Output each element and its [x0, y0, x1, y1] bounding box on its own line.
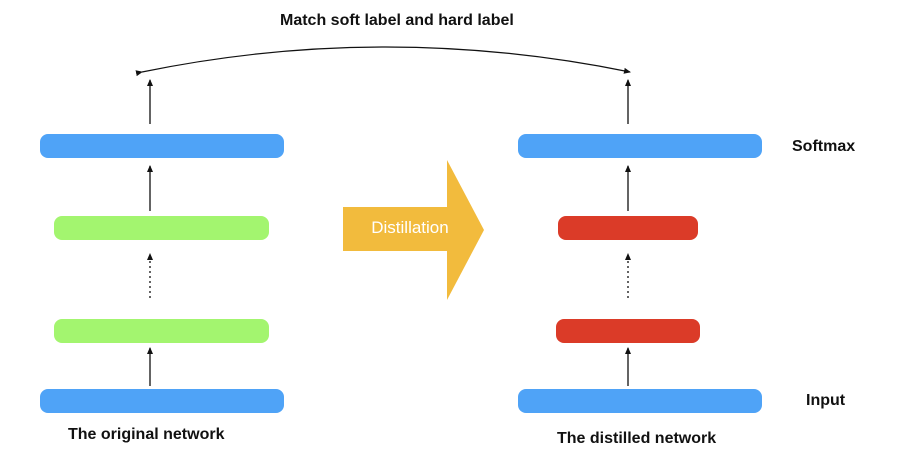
- original-softmax-layer: [40, 134, 284, 158]
- original-hidden-layer-top: [54, 216, 269, 240]
- softmax-label: Softmax: [792, 138, 856, 155]
- distilled-input-layer: [518, 389, 762, 413]
- original-network: [40, 79, 284, 413]
- original-hidden-layer-bottom: [54, 319, 269, 343]
- match-curve-arrow: [135, 46, 631, 77]
- distilled-hidden-layer-top: [558, 216, 698, 240]
- distilled-hidden-layer-bottom: [556, 319, 700, 343]
- distilled-softmax-layer: [518, 134, 762, 158]
- original-input-layer: [40, 389, 284, 413]
- distillation-label: Distillation: [371, 218, 449, 237]
- distillation-arrow: [343, 160, 484, 300]
- input-label: Input: [806, 392, 846, 409]
- distilled-network: [518, 79, 762, 413]
- original-network-caption: The original network: [68, 426, 225, 443]
- diagram-title: Match soft label and hard label: [280, 12, 514, 29]
- distilled-network-caption: The distilled network: [557, 430, 717, 447]
